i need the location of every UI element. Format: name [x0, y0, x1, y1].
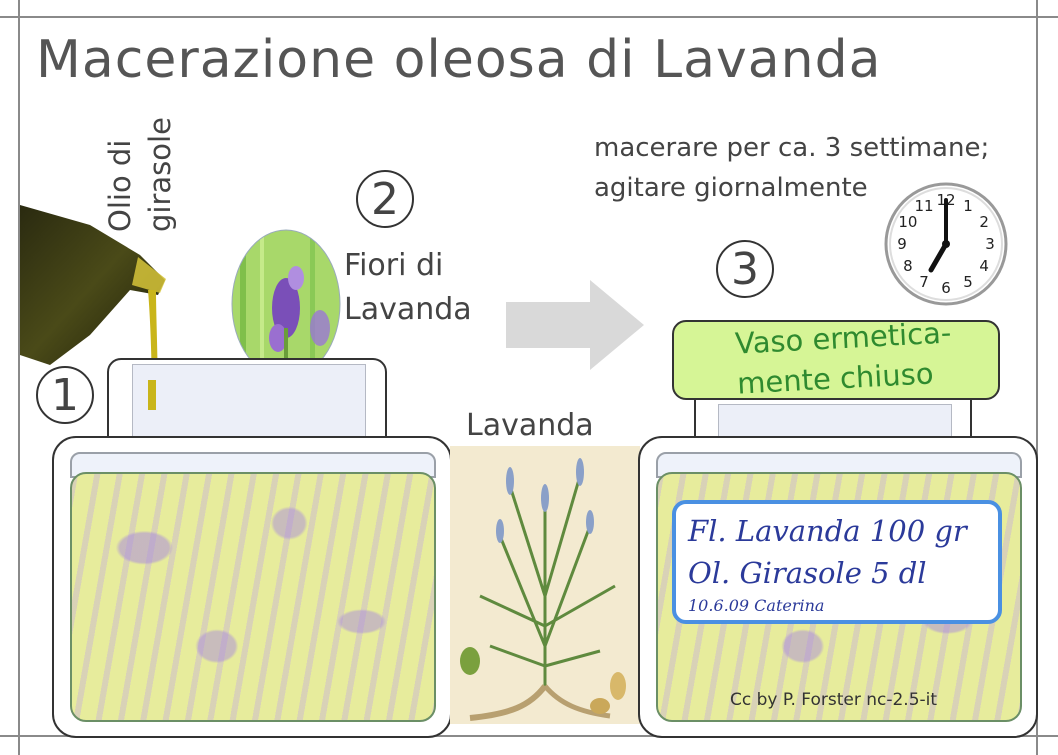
clock-number: 9 [897, 235, 907, 253]
frame-bottom-line [0, 735, 1058, 737]
clock-number: 1 [963, 197, 973, 215]
step-2-marker: 2 [356, 170, 414, 228]
frame-top-line [0, 16, 1058, 18]
flowers-label-line1: Fiori di [344, 248, 444, 283]
clock-number: 6 [941, 279, 951, 297]
page-title: Macerazione oleosa di Lavanda [36, 30, 882, 90]
flowers-label-line2: Lavanda [344, 292, 472, 327]
process-arrow [506, 280, 644, 370]
clock-number: 4 [979, 257, 989, 275]
step-3-marker: 3 [716, 240, 774, 298]
lid-text: Vaso ermetica- mente chiuso [734, 312, 954, 403]
jar-lid: Vaso ermetica- mente chiuso [672, 315, 1000, 401]
step-1-marker: 1 [36, 366, 94, 424]
instructions-line2: agitare giornalmente [594, 173, 868, 203]
lavender-plant-illustration [450, 446, 640, 724]
frame-left-line [18, 0, 20, 755]
instructions-text: macerare per ca. 3 settimane; agitare gi… [594, 128, 989, 208]
tag-line2: Ol. Girasole 5 dl [688, 556, 927, 590]
tag-line3: 10.6.09 Caterina [688, 596, 825, 615]
clock-number: 10 [898, 213, 917, 231]
oil-stream [148, 380, 156, 410]
clock-number: 8 [903, 257, 913, 275]
plant-label: Lavanda [466, 408, 594, 443]
clock-number: 2 [979, 213, 989, 231]
left-jar-contents [70, 472, 436, 722]
oil-label: Olio di girasole [100, 112, 180, 232]
frame-right-line [1036, 0, 1038, 755]
oil-label-line2: girasole [143, 117, 177, 232]
credit-text: Cc by P. Forster nc-2.5-it [730, 690, 938, 710]
clock-illustration: 121234567891011 [884, 182, 1008, 306]
instructions-line1: macerare per ca. 3 settimane; [594, 133, 990, 163]
oil-label-line1: Olio di [103, 139, 137, 232]
flowers-label: Fiori di Lavanda [344, 244, 472, 332]
clock-number: 7 [919, 273, 929, 291]
clock-number: 5 [963, 273, 973, 291]
clock-number: 11 [914, 197, 933, 215]
jar-label-tag: Fl. Lavanda 100 gr Ol. Girasole 5 dl 10.… [672, 500, 1002, 624]
tag-line1: Fl. Lavanda 100 gr [688, 514, 967, 548]
clock-number: 3 [985, 235, 995, 253]
clock-hour-hand [928, 241, 949, 273]
lavender-flower-photo [231, 229, 341, 379]
